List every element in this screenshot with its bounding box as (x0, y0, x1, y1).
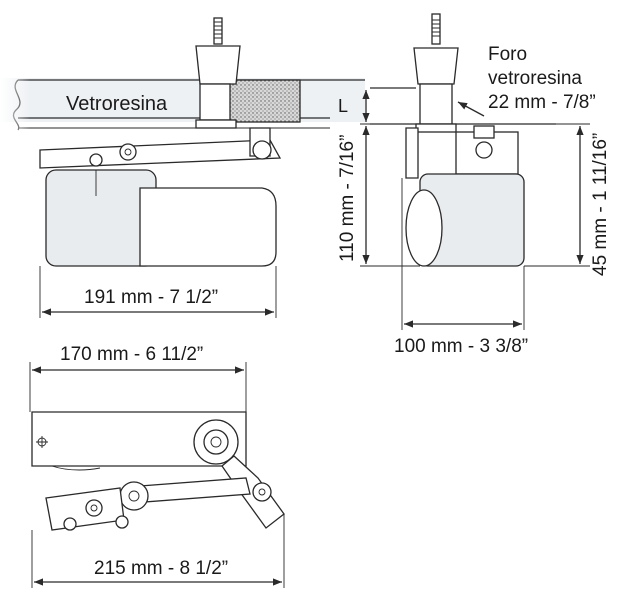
deck-panel (0, 78, 365, 122)
linkage-bar (139, 477, 251, 503)
front-view: L 110 mm - 7/16” 45 mm - 1 11/16” 100 mm… (337, 13, 611, 357)
foro-label-line2: vetroresina (488, 68, 582, 89)
foam-core (227, 79, 301, 123)
lower-arm (45, 487, 125, 531)
front-width-label: 100 mm - 3 3/8” (394, 336, 528, 357)
side-view: 191 mm - 7 1/2” Vetroresina (0, 17, 365, 318)
foro-label-line3: 22 mm - 7/8” (488, 92, 596, 113)
vetroresina-label: Vetroresina (66, 93, 168, 115)
spindle-shaft (199, 83, 231, 121)
l-label: L (338, 96, 348, 116)
top-width-label: 170 mm - 6 11/2” (60, 344, 203, 365)
foro-label-line1: Foro (488, 44, 527, 65)
spindle-thread-front (431, 13, 441, 45)
front-height-label: 110 mm - 7/16” (337, 135, 358, 262)
motor-endcap (405, 189, 443, 267)
bottom-width-label: 215 mm - 8 1/2” (94, 558, 228, 579)
spindle-nut-front (413, 47, 459, 85)
side-width-label: 191 mm - 7 1/2” (84, 287, 218, 308)
front-right-height-label: 45 mm - 1 11/16” (590, 133, 611, 276)
linkage-pivot (119, 481, 149, 511)
pivot-bolt (119, 143, 137, 161)
gearbox (139, 187, 277, 267)
spindle-thread (213, 17, 223, 45)
base-plate (31, 411, 247, 467)
foro-leader (457, 101, 485, 117)
spindle-nut (195, 45, 241, 85)
top-view: 170 mm - 6 11/2” 215 mm - 8 1/2” (29, 344, 285, 588)
mounting-bracket (39, 139, 282, 169)
front-bracket-left (405, 127, 419, 179)
